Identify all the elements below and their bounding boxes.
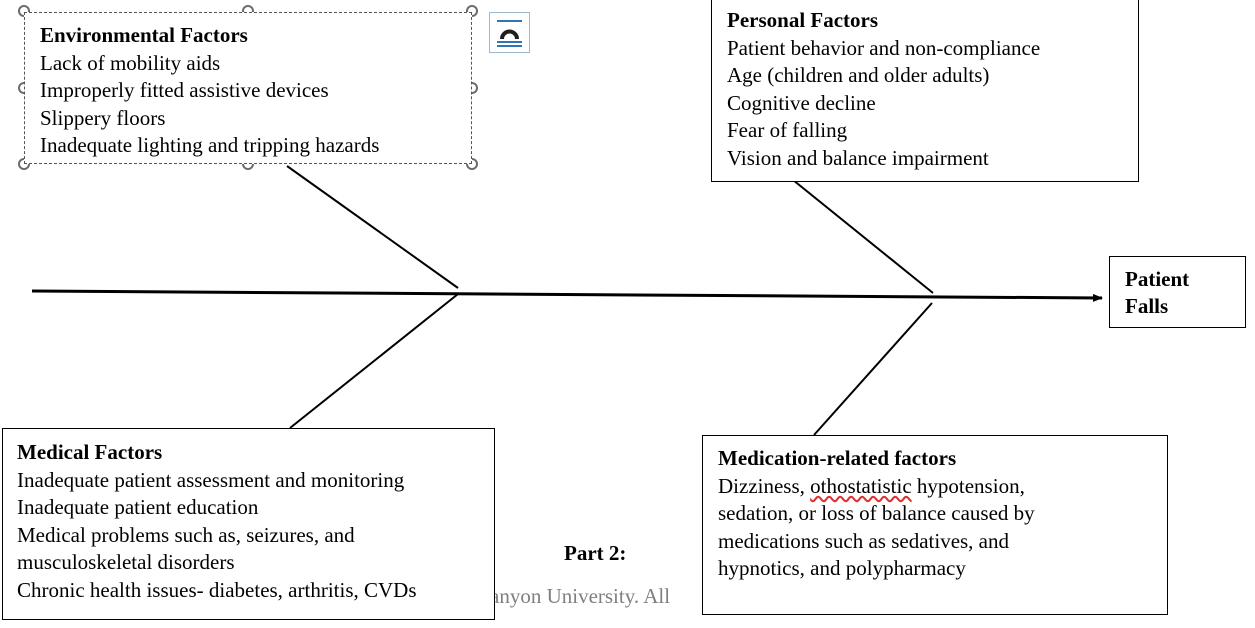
environmental-item: Improperly fitted assistive devices <box>40 78 329 102</box>
medical-title: Medical Factors <box>17 440 163 464</box>
bone-environmental <box>286 165 459 289</box>
environmental-item: Inadequate lighting and tripping hazards <box>40 133 380 157</box>
patient-falls-box: Patient Falls <box>1109 256 1246 328</box>
part-2-heading: Part 2: <box>564 541 627 565</box>
medical-item: musculoskeletal disorders <box>17 550 235 574</box>
medication-item: Dizziness, othostatistic hypotension, <box>718 473 1167 501</box>
effect-line-1: Patient <box>1125 267 1190 291</box>
medical-factors-box: Medical Factors Inadequate patient asses… <box>2 428 495 620</box>
medical-item: Medical problems such as, seizures, and <box>17 522 355 547</box>
bone-medical <box>289 293 459 429</box>
effect-line-2: Falls <box>1125 294 1169 318</box>
layout-options-icon[interactable] <box>489 12 530 53</box>
personal-title: Personal Factors <box>727 8 879 32</box>
environmental-item: Slippery floors <box>40 105 166 130</box>
medication-item: hypnotics, and polypharmacy <box>718 556 966 580</box>
personal-factors-box: Personal Factors Patient behavior and no… <box>711 0 1139 182</box>
medication-line1-end: hypotension, <box>911 473 1025 498</box>
medication-factors-box: Medication-related factors Dizziness, ot… <box>702 435 1168 615</box>
spellcheck-flagged-word[interactable]: othostatistic <box>810 473 912 498</box>
personal-item: Fear of falling <box>727 118 848 142</box>
medication-title: Medication-related factors <box>718 446 957 470</box>
footer-copyright-fragment: anyon University. All <box>490 584 671 608</box>
environmental-title: Environmental Factors <box>40 23 248 47</box>
medical-item: Inadequate patient education <box>17 495 259 519</box>
personal-item: Patient behavior and non-compliance <box>727 35 1041 60</box>
medication-item: sedation, or loss of balance caused by <box>718 501 1035 525</box>
environmental-factors-box[interactable]: Environmental Factors Lack of mobility a… <box>24 12 472 164</box>
bone-personal <box>771 162 934 294</box>
medication-line1-start: Dizziness, <box>718 473 811 498</box>
personal-item: Vision and balance impairment <box>727 145 989 170</box>
spine-arrow <box>31 289 1103 302</box>
personal-item: Age (children and older adults) <box>727 63 990 87</box>
personal-item: Cognitive decline <box>727 90 876 115</box>
bone-medication <box>813 302 933 436</box>
medical-item: Inadequate patient assessment and monito… <box>17 467 405 492</box>
environmental-item: Lack of mobility aids <box>40 50 221 75</box>
medication-item: medications such as sedatives, and <box>718 528 1010 553</box>
medical-item: Chronic health issues- diabetes, arthrit… <box>17 577 417 602</box>
